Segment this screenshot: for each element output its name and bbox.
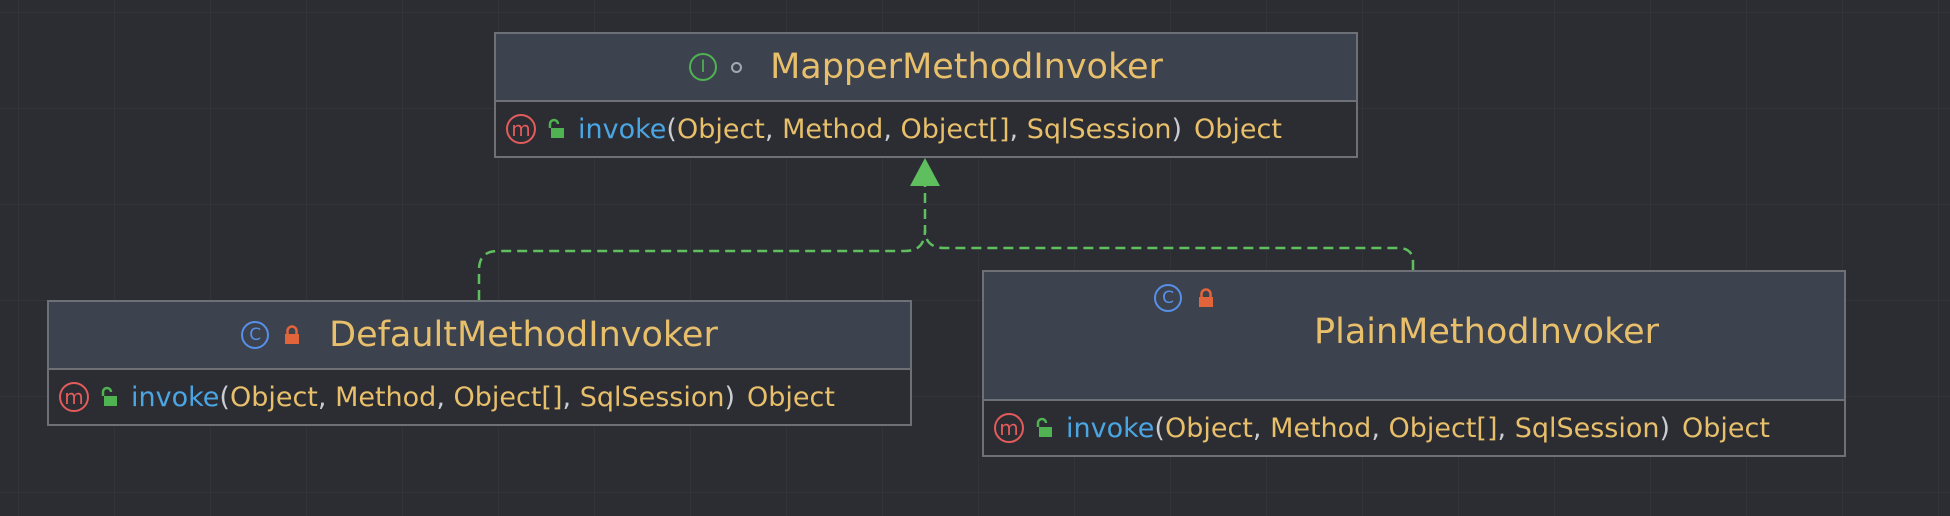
node-title: PlainMethodInvoker — [1314, 312, 1660, 352]
method-row[interactable]: m invoke(Object, Method, Object[], SqlSe… — [49, 370, 910, 424]
private-lock-icon — [285, 325, 300, 344]
method-icon: m — [994, 413, 1024, 443]
method-return-type: Object — [747, 381, 835, 413]
method-return-type: Object — [1194, 113, 1282, 145]
node-header: C DefaultMethodInvoker — [49, 302, 910, 370]
method-row[interactable]: m invoke(Object, Method, Object[], SqlSe… — [496, 102, 1356, 156]
method-row[interactable]: m invoke(Object, Method, Object[], SqlSe… — [984, 401, 1844, 455]
node-title: MapperMethodInvoker — [770, 47, 1163, 87]
method-params: (Object, Method, Object[], SqlSession) — [1154, 412, 1671, 444]
method-icon: m — [506, 114, 536, 144]
node-plain-method-invoker[interactable]: C PlainMethodInvoker m invoke(Object, Me… — [982, 270, 1846, 457]
edge-default-to-mapper — [477, 180, 927, 300]
method-params: (Object, Method, Object[], SqlSession) — [219, 381, 736, 413]
method-return-type: Object — [1682, 412, 1770, 444]
node-header: I MapperMethodInvoker — [496, 34, 1356, 102]
interface-icon: I — [689, 53, 718, 81]
public-lock-icon — [548, 118, 564, 138]
edge-plain-to-mapper — [923, 229, 1415, 270]
method-name: invoke — [131, 381, 220, 413]
method-params: (Object, Method, Object[], SqlSession) — [666, 113, 1183, 145]
public-lock-icon — [101, 386, 117, 406]
method-name: invoke — [578, 113, 667, 145]
public-lock-icon — [1036, 417, 1052, 437]
node-header: C PlainMethodInvoker — [984, 272, 1844, 401]
class-icon: C — [241, 321, 270, 349]
node-title: DefaultMethodInvoker — [329, 315, 718, 355]
private-lock-icon — [1199, 288, 1213, 307]
method-name: invoke — [1066, 412, 1155, 444]
method-icon: m — [59, 382, 89, 412]
class-icon: C — [1154, 284, 1182, 312]
node-default-method-invoker[interactable]: C DefaultMethodInvoker m invoke(Object, … — [47, 300, 912, 426]
node-mapper-method-invoker[interactable]: I MapperMethodInvoker m invoke(Object, M… — [494, 32, 1358, 158]
package-dot-icon — [731, 61, 743, 73]
edge-arrowhead — [910, 158, 940, 186]
